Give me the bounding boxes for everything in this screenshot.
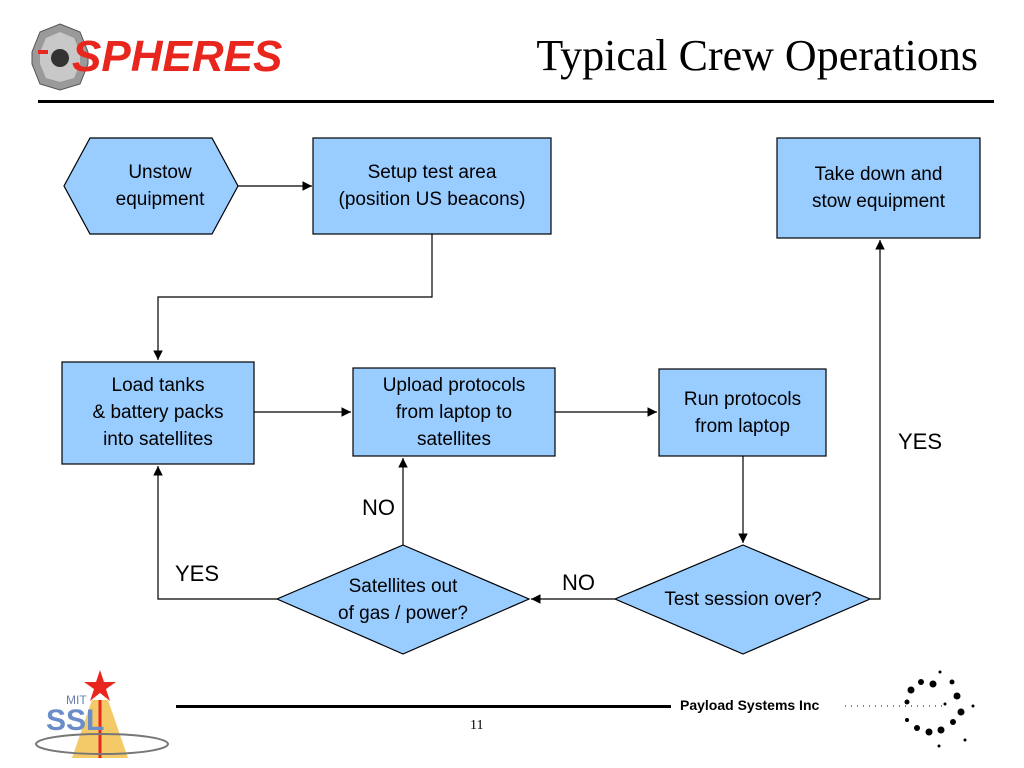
edge-setup-load — [153, 234, 433, 360]
node-setup-shape — [312, 137, 552, 235]
footer-divider — [176, 705, 671, 708]
node-upload-label: Upload protocols from laptop to satellit… — [382, 375, 526, 450]
spheres-logo-icon — [31, 23, 89, 91]
title-divider — [38, 100, 994, 103]
footer-company: Payload Systems Inc — [680, 697, 820, 713]
node-takedown-shape — [776, 137, 981, 239]
page-number: 11 — [470, 718, 484, 733]
logo-wordmark: SPHERES — [72, 32, 283, 81]
payload-systems-logo-icon — [845, 670, 975, 748]
node-run-label: Run protocols from laptop — [683, 389, 802, 437]
edge-satellites-load — [153, 466, 277, 600]
edge-label-yes-takedown: YES — [898, 429, 943, 454]
ssl-logo-text: SSL — [46, 704, 104, 737]
node-upload-shape — [352, 367, 556, 457]
node-load-label: Load tanks & battery packs into satellit… — [92, 375, 224, 450]
mit-ssl-logo-icon: MIT SSL — [35, 670, 169, 758]
node-satellites-out-label: Satellites out of gas / power? — [338, 576, 468, 624]
node-takedown-label: Take down and stow equipment — [811, 164, 946, 212]
edge-session-takedown — [870, 240, 885, 600]
node-satellites-out-shape — [275, 544, 531, 655]
node-unstow-shape — [63, 137, 239, 235]
node-load-shape — [61, 361, 255, 465]
node-setup-label: Setup test area (position US beacons) — [338, 162, 526, 210]
node-session-over-shape — [613, 544, 872, 655]
page-title: Typical Crew Operations — [536, 31, 978, 80]
edge-label-yes-load: YES — [175, 561, 220, 586]
node-unstow-label: Unstow equipment — [115, 162, 205, 210]
mit-logo-text: MIT — [66, 693, 87, 707]
edge-label-no-session: NO — [562, 570, 595, 595]
node-session-over-label: Test session over? — [664, 589, 822, 610]
node-run-shape — [658, 368, 827, 457]
edge-label-no-upload: NO — [362, 495, 395, 520]
